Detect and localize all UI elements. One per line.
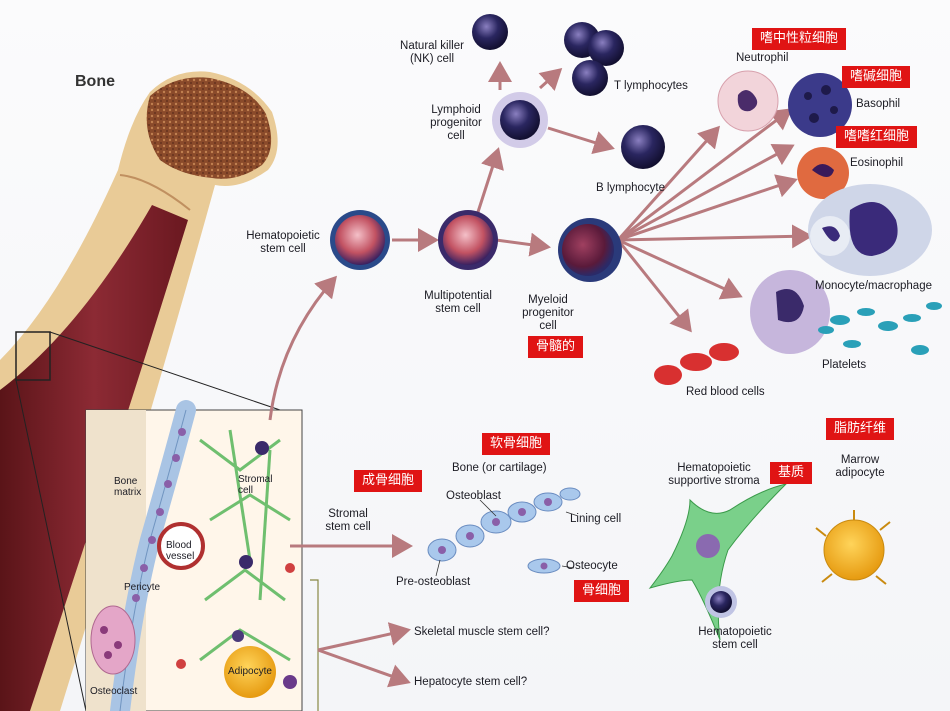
hepatocyte-label: Hepatocyte stem cell?: [414, 676, 528, 688]
platelets-label: Platelets: [822, 359, 867, 371]
b-label: B lymphocyte: [596, 182, 666, 194]
tag-stroma: 基质: [770, 462, 813, 484]
hematopoietic-cells: [330, 14, 942, 385]
nk-label: Natural killer(NK) cell: [400, 40, 464, 65]
neutrophil-label: Neutrophil: [736, 52, 789, 64]
lineage-arrows: [268, 61, 813, 688]
stromal-cells: [427, 483, 891, 641]
bone-title: Bone: [75, 73, 115, 90]
tag-neutrophil: 嗜中性粒细胞: [752, 28, 847, 50]
monocyte-label: Monocyte/macrophage: [815, 280, 932, 292]
tag-cartilage: 软骨细胞: [482, 433, 551, 455]
tag-basophil: 嗜碱细胞: [842, 66, 911, 88]
tag-osteoblast: 成骨细胞: [354, 470, 423, 492]
adipocyte-label: Adipocyte: [228, 666, 272, 677]
tag-osteocyte: 骨细胞: [574, 580, 630, 602]
tag-adipocyte: 脂肪纤维: [826, 418, 895, 440]
osteoblast-label: Osteoblast: [446, 490, 501, 502]
t-label: T lymphocytes: [614, 80, 688, 92]
pre-osteoblast-label: Pre-osteoblast: [396, 576, 471, 588]
bone-cartilage-label: Bone (or cartilage): [452, 462, 547, 474]
osteocyte-label: Osteocyte: [566, 560, 618, 572]
basophil-label: Basophil: [856, 98, 901, 110]
osteoclast-label: Osteoclast: [90, 686, 138, 697]
lining-label: Lining cell: [570, 513, 622, 525]
eosinophil-label: Eosinophil: [850, 157, 904, 169]
tag-myeloid: 骨髓的: [528, 336, 584, 358]
rbc-label: Red blood cells: [686, 386, 765, 398]
marrow-inset: [85, 400, 303, 711]
tag-eosinophil: 嗜嗜红细胞: [836, 126, 918, 148]
pericyte-label: Pericyte: [124, 582, 161, 593]
skeletal-label: Skeletal muscle stem cell?: [414, 626, 550, 638]
